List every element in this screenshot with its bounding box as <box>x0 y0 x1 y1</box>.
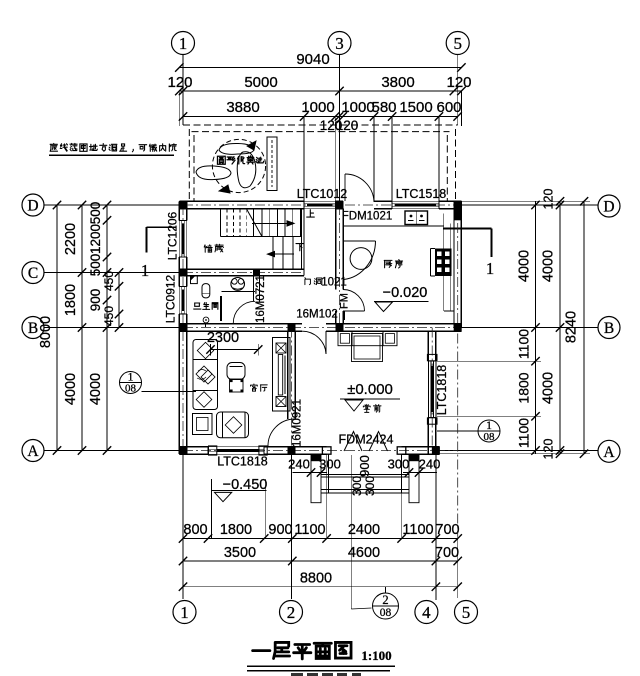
svg-text:600: 600 <box>436 99 461 116</box>
svg-text:3: 3 <box>335 34 344 53</box>
svg-text:900: 900 <box>88 289 103 312</box>
svg-text:8240: 8240 <box>564 311 580 343</box>
svg-text:1:100: 1:100 <box>361 648 391 663</box>
svg-text:LTC1818: LTC1818 <box>217 455 268 469</box>
svg-text:300: 300 <box>350 476 364 496</box>
svg-text:D: D <box>603 199 614 216</box>
svg-text:4000: 4000 <box>517 250 533 282</box>
svg-text:300: 300 <box>388 457 410 472</box>
svg-text:3880: 3880 <box>226 99 259 116</box>
svg-text:08: 08 <box>125 383 137 395</box>
svg-text:2300: 2300 <box>207 330 239 346</box>
svg-text:LTC1012: LTC1012 <box>297 187 348 201</box>
svg-text:300: 300 <box>363 476 377 496</box>
svg-text:2: 2 <box>382 593 388 607</box>
svg-text:2400: 2400 <box>348 522 380 538</box>
svg-text:1021: 1021 <box>321 277 347 289</box>
svg-text:450: 450 <box>102 271 116 291</box>
svg-text:08: 08 <box>484 431 496 443</box>
svg-text:1100: 1100 <box>402 522 433 538</box>
svg-text:2200: 2200 <box>63 223 79 255</box>
svg-text:16M0721: 16M0721 <box>255 275 267 323</box>
svg-text:B: B <box>604 320 614 337</box>
svg-text:B: B <box>28 320 38 337</box>
svg-text:240: 240 <box>419 457 441 472</box>
svg-text:120: 120 <box>446 74 471 91</box>
svg-text:D: D <box>27 198 38 215</box>
svg-text:1100: 1100 <box>294 522 325 538</box>
svg-text:2: 2 <box>287 603 296 622</box>
svg-text:LTC1518: LTC1518 <box>396 187 447 201</box>
svg-text:1100: 1100 <box>516 329 532 359</box>
svg-text:900: 900 <box>357 455 372 477</box>
svg-text:4000: 4000 <box>541 372 557 404</box>
svg-text:FDM1021: FDM1021 <box>342 211 393 223</box>
svg-text:4: 4 <box>422 603 431 622</box>
svg-text:8800: 8800 <box>300 571 332 587</box>
svg-text:120: 120 <box>542 439 556 460</box>
svg-text:08: 08 <box>380 607 392 619</box>
svg-text:500: 500 <box>88 254 103 277</box>
svg-text:LTC1206: LTC1206 <box>166 211 180 260</box>
svg-text:300: 300 <box>319 457 341 472</box>
svg-text:−0.450: −0.450 <box>223 477 268 493</box>
svg-text:1: 1 <box>179 34 188 53</box>
svg-text:±0.000: ±0.000 <box>347 381 393 398</box>
svg-text:800: 800 <box>183 522 207 538</box>
svg-text:450: 450 <box>102 306 116 326</box>
svg-text:240: 240 <box>288 457 310 472</box>
svg-text:16M0921: 16M0921 <box>292 399 304 447</box>
svg-text:580: 580 <box>371 99 396 116</box>
svg-text:900: 900 <box>268 522 292 538</box>
svg-text:1000: 1000 <box>301 99 334 116</box>
svg-text:4000: 4000 <box>63 373 79 405</box>
svg-text:1500: 1500 <box>399 99 432 116</box>
svg-text:−0.020: −0.020 <box>383 285 428 301</box>
svg-text:1: 1 <box>486 420 492 432</box>
svg-text:3800: 3800 <box>381 74 414 91</box>
svg-text:4600: 4600 <box>348 545 380 561</box>
svg-text:1: 1 <box>128 372 134 384</box>
svg-text:C: C <box>28 265 38 282</box>
svg-text:700: 700 <box>435 522 459 538</box>
svg-text:8000: 8000 <box>38 316 54 348</box>
svg-text:1: 1 <box>180 603 189 622</box>
svg-text:LTC0912: LTC0912 <box>164 274 178 323</box>
svg-text:4000: 4000 <box>541 250 557 282</box>
svg-text:1: 1 <box>141 261 150 280</box>
svg-text:3500: 3500 <box>224 545 256 561</box>
svg-text:16M102: 16M102 <box>296 309 338 321</box>
svg-text:5: 5 <box>462 603 471 622</box>
svg-text:1800: 1800 <box>220 522 252 538</box>
svg-text:1200: 1200 <box>88 224 103 254</box>
svg-text:120: 120 <box>542 189 556 210</box>
svg-text:500: 500 <box>88 202 103 225</box>
svg-text:5: 5 <box>453 34 462 53</box>
svg-text:1: 1 <box>486 259 495 278</box>
svg-text:1800: 1800 <box>63 284 79 316</box>
svg-text:5000: 5000 <box>244 74 277 91</box>
svg-text:1000: 1000 <box>341 99 374 116</box>
svg-text:FM: FM <box>339 293 351 309</box>
svg-text:A: A <box>27 443 39 460</box>
svg-text:A: A <box>603 444 615 461</box>
svg-text:120: 120 <box>167 74 192 91</box>
svg-text:FDM2424: FDM2424 <box>339 433 394 447</box>
svg-text:4000: 4000 <box>88 373 104 405</box>
svg-text:9040: 9040 <box>296 51 329 68</box>
svg-text:LTC1818: LTC1818 <box>435 365 449 416</box>
svg-text:1800: 1800 <box>516 372 532 403</box>
svg-text:700: 700 <box>435 545 459 561</box>
svg-text:1100: 1100 <box>516 418 532 448</box>
